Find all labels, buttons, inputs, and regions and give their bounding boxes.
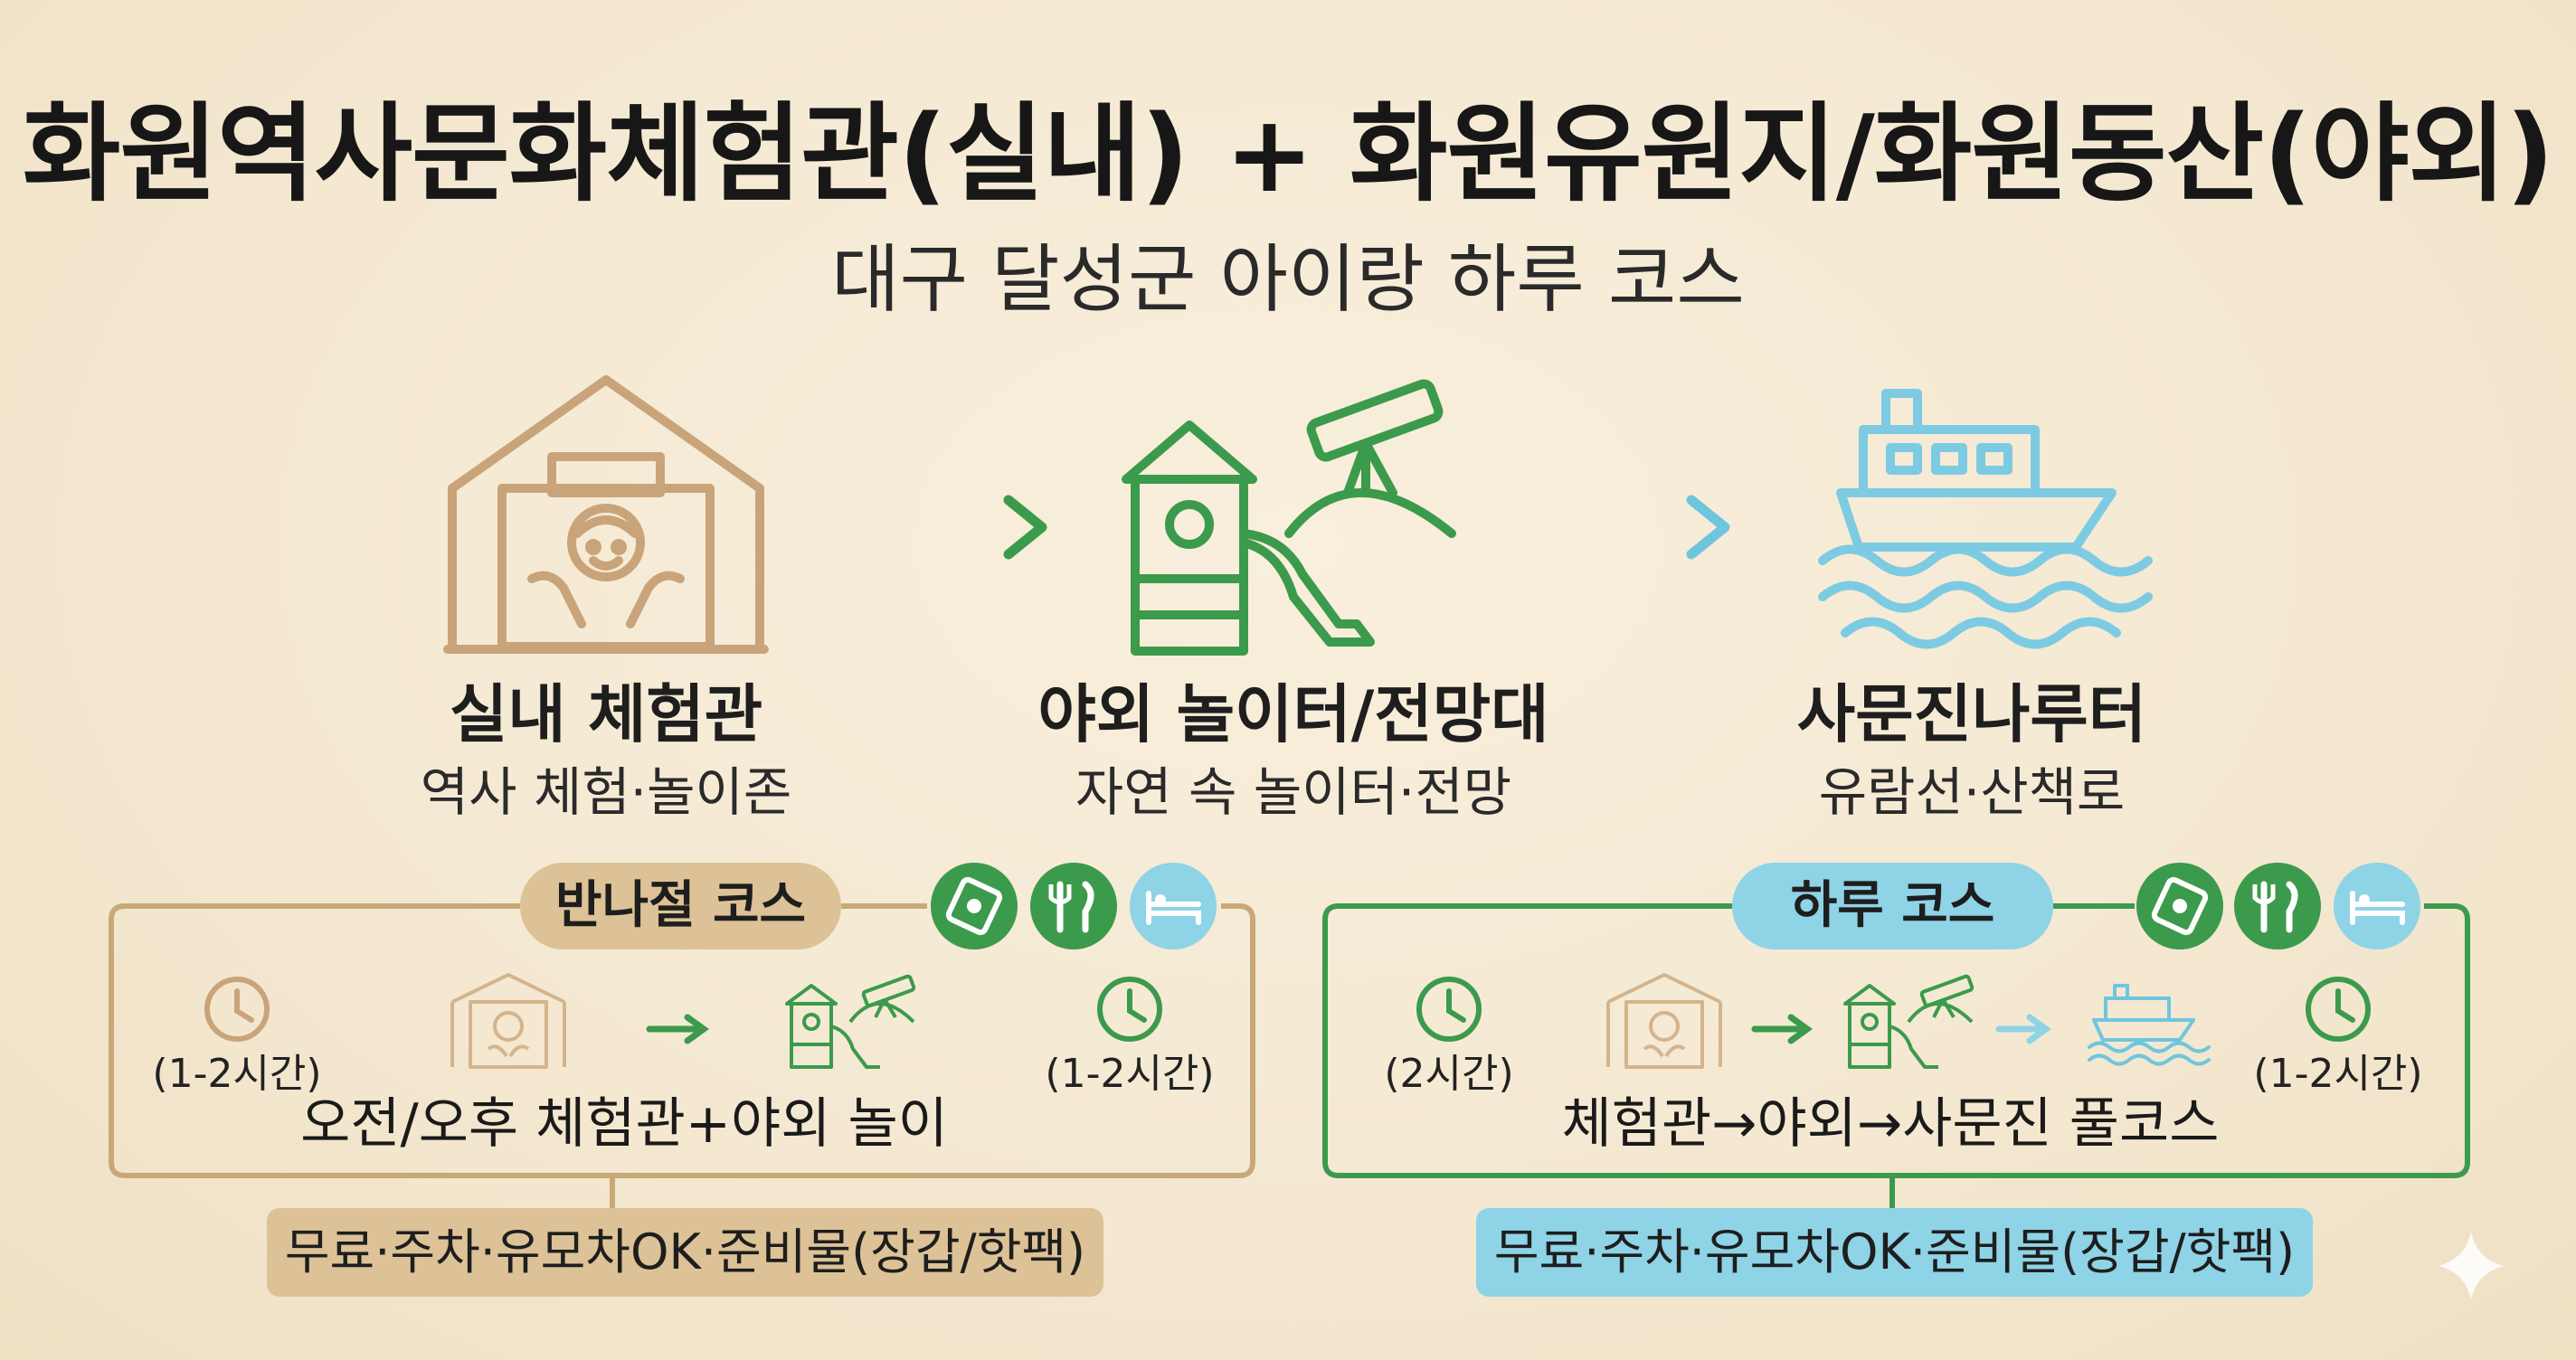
page-subtitle: 대구 달성군 아이랑 하루 코스 (831, 237, 1745, 323)
museum-kid-icon (443, 375, 769, 654)
bed-icon (1130, 863, 1217, 949)
museum-kid-icon (450, 973, 566, 1069)
museum-kid-icon (1606, 973, 1722, 1069)
playground-telescope-icon (1122, 379, 1456, 656)
stage-name: 사문진나루터 (1796, 677, 2147, 751)
duration-end: (1-2시간) (2253, 1051, 2423, 1097)
course-label-half-day: 반나절 코스 (520, 863, 841, 949)
ticket-icon (931, 863, 1018, 949)
bed-icon (2334, 863, 2420, 949)
page-title: 화원역사문화체험관(실내) + 화원유원지/화원동산(야외) (22, 91, 2554, 216)
course-box-full-day (1322, 903, 2470, 1212)
ticket-icon (2136, 863, 2223, 949)
playground-telescope-icon (785, 974, 916, 1069)
playground-telescope-icon (1843, 974, 1975, 1069)
stage-name: 야외 놀이터/전망대 (1037, 677, 1549, 751)
course-route: 체험관→야외→사문진 풀코스 (1561, 1092, 2220, 1156)
utensils-icon (1030, 863, 1117, 949)
flow-arrow-2 (1528, 495, 1730, 560)
clock-icon (1416, 977, 1482, 1042)
utensils-icon (2234, 863, 2321, 949)
arrow-icon (1995, 1014, 2051, 1044)
clock-icon (2306, 977, 2371, 1042)
stage-name: 실내 체험관 (449, 677, 763, 751)
clock-icon (204, 977, 270, 1042)
duration-start: (1-2시간) (152, 1051, 322, 1097)
stage-desc: 유람선·산책로 (1818, 761, 2126, 823)
cruise-ship-icon (1818, 389, 2153, 649)
stage-desc: 역사 체험·놀이존 (420, 761, 792, 823)
stage-desc: 자연 속 놀이터·전망 (1075, 761, 1512, 823)
clock-icon (1097, 977, 1162, 1042)
duration-end: (1-2시간) (1045, 1051, 1215, 1097)
arrow-icon (1751, 1014, 1813, 1044)
arrow-icon (646, 1014, 709, 1044)
duration-start: (2시간) (1384, 1051, 1514, 1097)
sparkle-icon (2439, 1232, 2504, 1300)
course-box-half-day (109, 903, 1255, 1212)
course-label-full-day: 하루 코스 (1732, 863, 2053, 949)
cruise-ship-icon (2088, 984, 2211, 1066)
course-route: 오전/오후 체험관+야외 놀이 (300, 1092, 948, 1156)
course-note: 무료·주차·유모차OK·준비물(장갑/핫팩) (267, 1208, 1103, 1297)
flow-arrow-1 (840, 495, 1047, 560)
course-note: 무료·주차·유모차OK·준비물(장갑/핫팩) (1476, 1208, 2313, 1297)
